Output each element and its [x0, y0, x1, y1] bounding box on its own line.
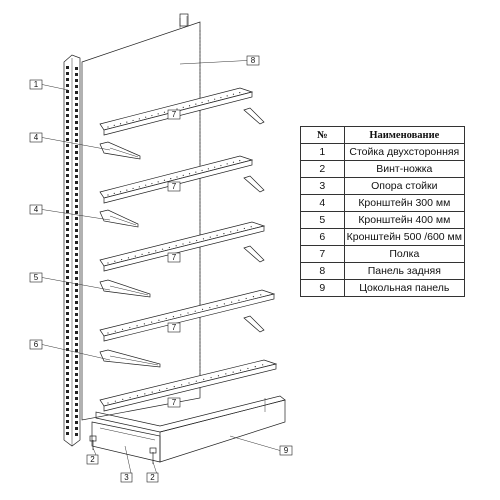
- shelf: [99, 155, 254, 204]
- callout-c5: 5: [29, 272, 111, 291]
- callout-label: 7: [172, 323, 177, 332]
- callout-c7c: 7: [167, 252, 181, 263]
- row-number: 5: [300, 211, 345, 229]
- callout-c6: 6: [29, 339, 111, 361]
- callout-label: 5: [34, 273, 39, 282]
- callout-c7e: 7: [167, 397, 181, 408]
- callout-label: 3: [124, 473, 129, 482]
- back-panel: [81, 13, 201, 421]
- callout-label: 2: [150, 473, 155, 482]
- callout-c1: 1: [29, 79, 69, 91]
- callout-label: 7: [172, 110, 177, 119]
- upright-post: [63, 54, 81, 447]
- parts-table-header: № Наименование: [300, 126, 466, 144]
- header-number: №: [300, 126, 345, 144]
- row-name: Опора стойки: [343, 177, 466, 195]
- row-number: 9: [300, 279, 345, 297]
- callout-label: 4: [34, 133, 39, 142]
- row-name: Полка: [343, 245, 466, 263]
- row-name: Винт-ножка: [343, 160, 466, 178]
- shelf: [99, 359, 278, 412]
- bracket: [99, 175, 265, 228]
- bracket: [99, 107, 265, 160]
- callout-c9: 9: [229, 435, 293, 456]
- row-number: 6: [300, 228, 345, 246]
- bracket: [99, 315, 265, 368]
- callout-label: 7: [172, 398, 177, 407]
- callout-label: 7: [172, 253, 177, 262]
- callout-label: 7: [172, 182, 177, 191]
- row-name: Кронштейн 500 /600 мм: [343, 228, 466, 246]
- callout-c7b: 7: [167, 181, 181, 192]
- callout-label: 4: [34, 205, 39, 214]
- shelf: [99, 289, 276, 342]
- row-number: 1: [300, 143, 345, 161]
- callout-c7a: 7: [167, 109, 181, 120]
- row-name: Кронштейн 300 мм: [343, 194, 466, 212]
- callouts: 1 4 4 5 6 8 7 7 7 7 7 2 3 2 9: [29, 55, 293, 483]
- row-number: 7: [300, 245, 345, 263]
- row-number: 2: [300, 160, 345, 178]
- callout-label: 9: [284, 446, 289, 455]
- callout-label: 1: [34, 80, 39, 89]
- callout-c2b: 2: [146, 461, 159, 483]
- callout-label: 8: [251, 56, 256, 65]
- row-name: Стойка двухсторонняя: [343, 143, 466, 161]
- brackets: [99, 107, 265, 368]
- row-number: 8: [300, 262, 345, 280]
- callout-label: 6: [34, 340, 39, 349]
- callout-c7d: 7: [167, 322, 181, 333]
- row-number: 3: [300, 177, 345, 195]
- row-name: Цокольная панель: [343, 279, 466, 297]
- callout-c2a: 2: [86, 447, 99, 465]
- callout-c3: 3: [120, 445, 133, 483]
- callout-c8: 8: [179, 55, 260, 66]
- callout-c4b: 4: [29, 204, 111, 221]
- shelf: [99, 221, 266, 272]
- row-name: Панель задняя: [343, 262, 466, 280]
- shelves: [99, 87, 278, 412]
- row-number: 4: [300, 194, 345, 212]
- callout-label: 2: [90, 455, 95, 464]
- bracket: [99, 245, 265, 298]
- row-name: Кронштейн 400 мм: [343, 211, 466, 229]
- leveling-foot: [89, 435, 157, 464]
- header-name: Наименование: [343, 126, 466, 144]
- callout-c4a: 4: [29, 132, 111, 151]
- plinth-panel: [91, 395, 286, 463]
